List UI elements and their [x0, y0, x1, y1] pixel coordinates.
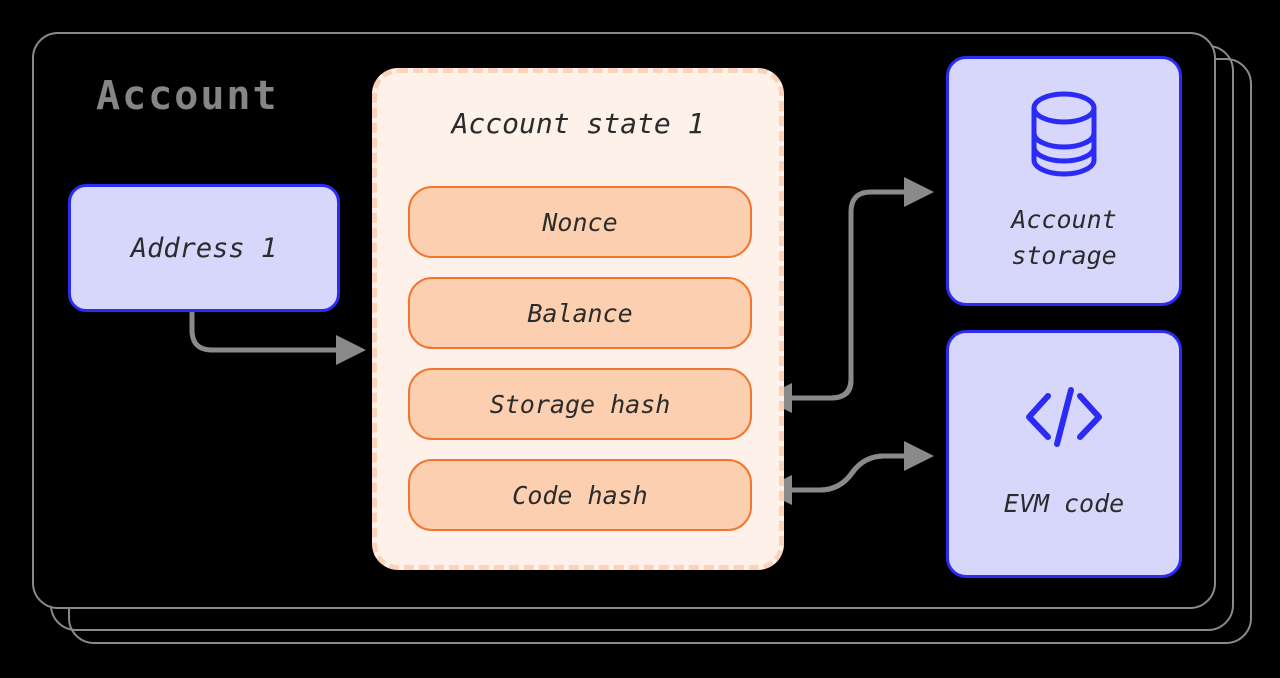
- connector-evm-code-to-code-hash: [762, 453, 885, 505]
- connector-code-hash-to-evm-code: [790, 441, 934, 493]
- field-storage-hash-label: Storage hash: [489, 389, 671, 419]
- field-balance[interactable]: Balance: [408, 277, 752, 349]
- field-storage-hash[interactable]: Storage hash: [408, 368, 752, 440]
- account-state-panel[interactable]: Account state 1 Nonce Balance Storage ha…: [372, 68, 784, 570]
- account-storage-label: Account storage: [1011, 204, 1117, 270]
- connector-account-storage-to-storage-hash: [762, 378, 854, 413]
- evm-code-node[interactable]: EVM code: [946, 330, 1182, 578]
- account-state-title: Account state 1: [451, 107, 705, 140]
- account-storage-node[interactable]: Account storage: [946, 56, 1182, 306]
- field-nonce[interactable]: Nonce: [408, 186, 752, 258]
- field-code-hash[interactable]: Code hash: [408, 459, 752, 531]
- database-icon: [1026, 88, 1102, 184]
- address-label: Address 1: [130, 232, 278, 264]
- connector-address-to-state: [189, 308, 366, 365]
- connector-storage-hash-to-account-storage: [805, 177, 934, 401]
- evm-code-label: EVM code: [1003, 488, 1125, 518]
- code-brackets-icon: [1023, 386, 1105, 452]
- field-nonce-label: Nonce: [542, 207, 618, 237]
- address-node[interactable]: Address 1: [68, 184, 340, 312]
- field-code-hash-label: Code hash: [512, 480, 648, 510]
- field-balance-label: Balance: [527, 298, 633, 328]
- page-title: Account: [96, 73, 279, 119]
